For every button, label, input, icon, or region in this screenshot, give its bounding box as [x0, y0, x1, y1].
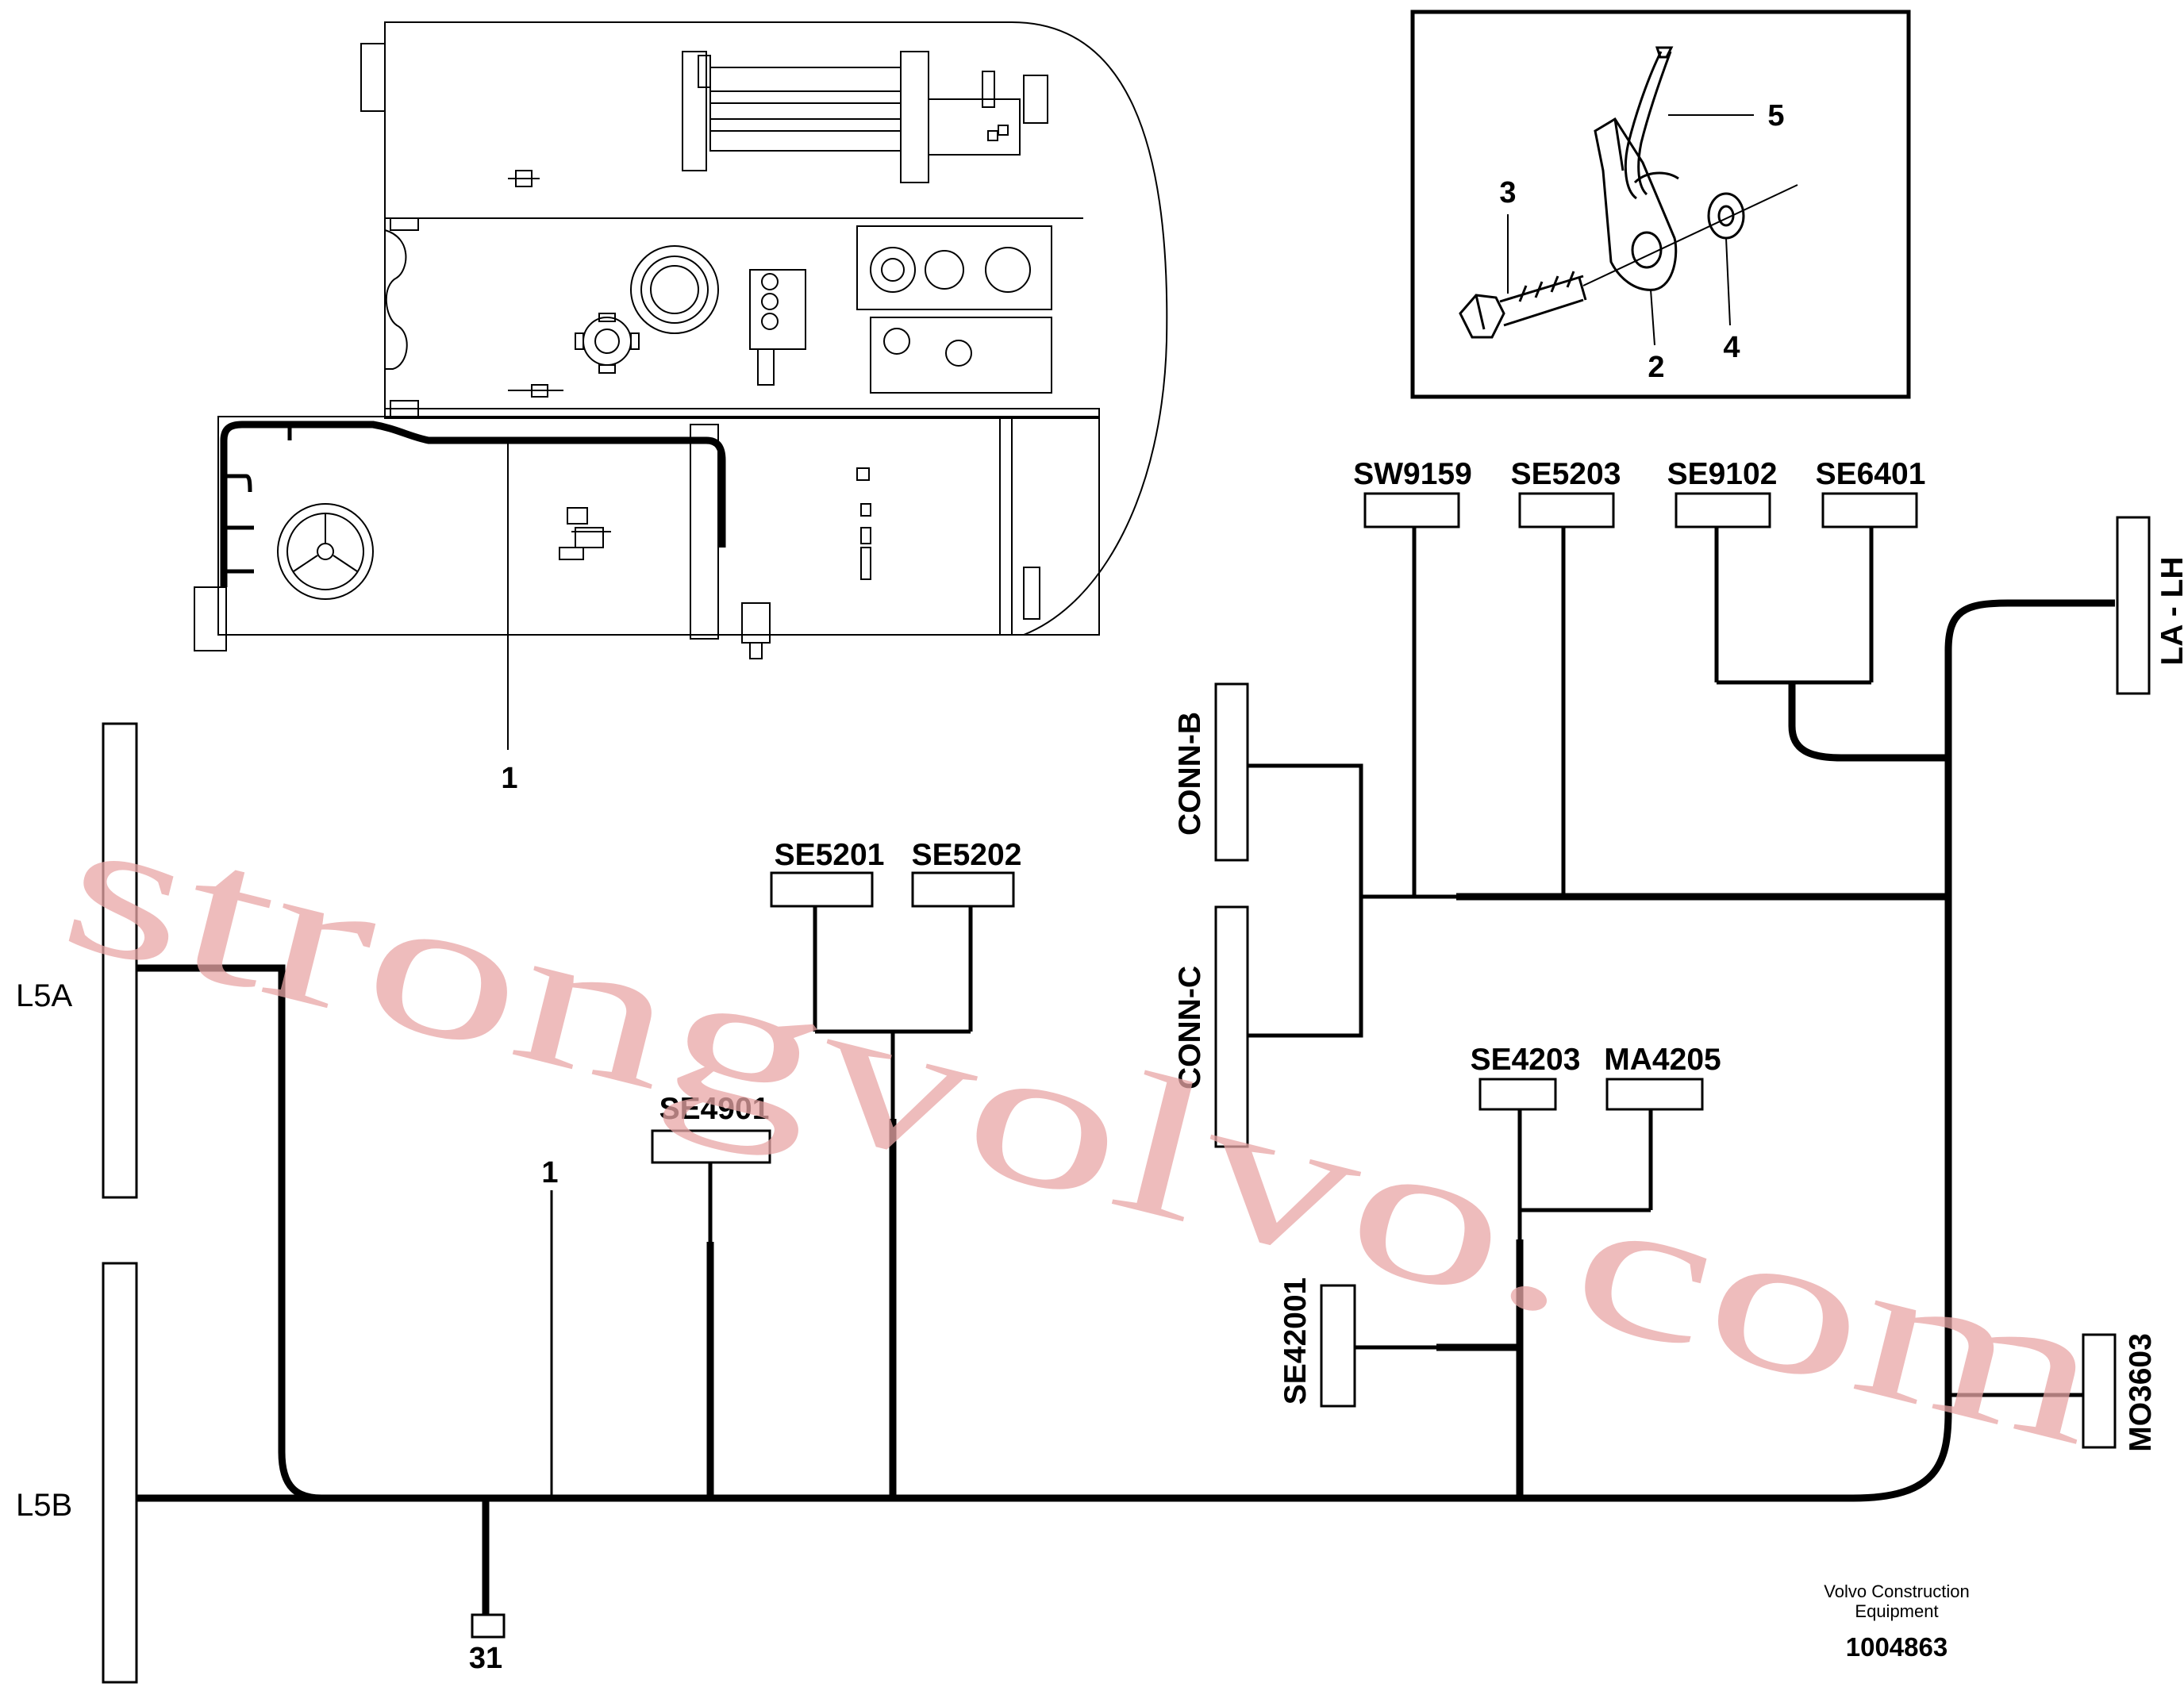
part-label-5: 5 — [1767, 99, 1784, 133]
label-se6401: SE6401 — [1816, 457, 1926, 491]
label-conn-c: CONN-C — [1173, 966, 1207, 1089]
connector-se6401 — [1821, 492, 1918, 528]
harness-wires — [131, 528, 2115, 1615]
connector-sw9159 — [1363, 492, 1460, 528]
label-se5203: SE5203 — [1511, 457, 1621, 491]
ref-1-mid: 1 — [541, 1156, 558, 1189]
label-l5a: L5A — [16, 978, 72, 1013]
connector-l5b — [102, 1262, 138, 1684]
label-se4901: SE4901 — [659, 1092, 770, 1126]
ref-1-top: 1 — [501, 762, 517, 795]
connector-se4203 — [1478, 1078, 1557, 1111]
connector-se9102 — [1675, 492, 1771, 528]
label-se42001: SE42001 — [1278, 1278, 1313, 1405]
label-se5202: SE5202 — [912, 838, 1022, 872]
footer-company-line1: Volvo Construction — [1824, 1581, 1969, 1601]
label-mo3603: MO3603 — [2124, 1333, 2158, 1452]
ref-31: 31 — [469, 1642, 502, 1675]
label-l5b: L5B — [16, 1488, 72, 1523]
footer-drawing-number: 1004863 — [1846, 1632, 1948, 1662]
connector-se42001 — [1320, 1284, 1356, 1408]
label-ma4205: MA4205 — [1604, 1043, 1721, 1077]
machine-illustration — [194, 21, 1168, 750]
connector-mo3603 — [2082, 1333, 2117, 1449]
connector-ma4205 — [1605, 1078, 1704, 1111]
label-sw9159: SW9159 — [1353, 457, 1472, 491]
part-label-2: 2 — [1648, 351, 1664, 384]
label-se4203: SE4203 — [1471, 1043, 1581, 1077]
connector-conn-c — [1214, 905, 1249, 1148]
inset-detail-frame — [1410, 10, 1911, 399]
connector-la-lh — [2116, 516, 2151, 695]
connector-se5202 — [911, 871, 1015, 908]
label-se9102: SE9102 — [1667, 457, 1778, 491]
connector-l5a — [102, 722, 138, 1199]
connector-boxes — [102, 492, 2151, 1684]
connector-se4901 — [651, 1129, 771, 1164]
watermark: strongvolvo.com — [45, 770, 2124, 1488]
inset-clamp-assembly — [1459, 46, 1798, 346]
label-conn-b: CONN-B — [1173, 712, 1207, 836]
label-se5201: SE5201 — [775, 838, 885, 872]
connector-se5201 — [770, 871, 874, 908]
connector-31 — [471, 1613, 506, 1639]
connector-se5203 — [1518, 492, 1615, 528]
part-label-4: 4 — [1723, 331, 1740, 364]
label-la-lh: LA - LH — [2155, 556, 2184, 665]
footer-company-line2: Equipment — [1855, 1601, 1938, 1621]
part-label-3: 3 — [1499, 176, 1516, 209]
connector-conn-b — [1214, 682, 1249, 862]
